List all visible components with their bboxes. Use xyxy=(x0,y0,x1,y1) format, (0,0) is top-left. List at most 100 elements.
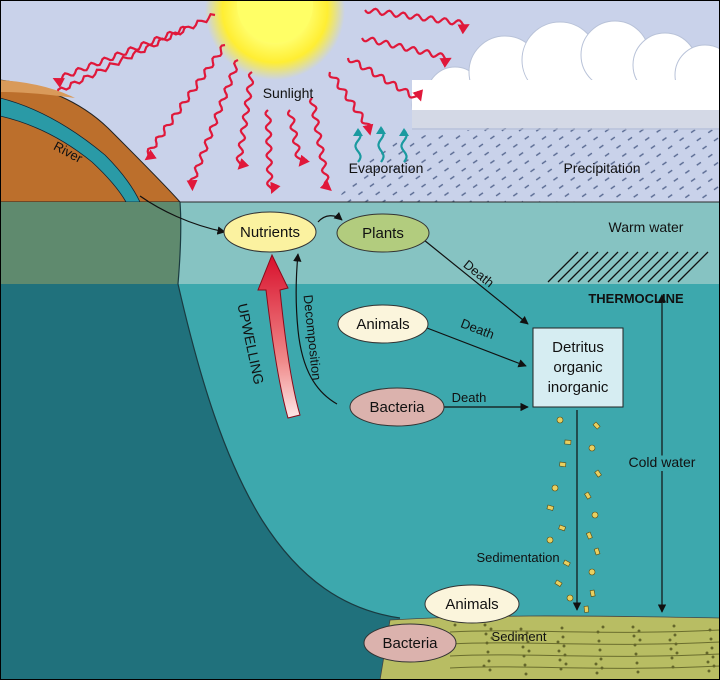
node-bacteria-upper: Bacteria xyxy=(349,387,445,427)
sediment-grain xyxy=(672,624,676,628)
sediment-grain xyxy=(525,631,529,635)
sinking-particle xyxy=(588,444,596,452)
sediment-grain xyxy=(564,662,568,666)
node-animals-bottom-label: Animals xyxy=(445,596,498,613)
sediment-grain xyxy=(675,651,679,655)
sedimentation-label: Sedimentation xyxy=(476,550,559,565)
sediment-grain xyxy=(669,647,673,651)
sun-ray-arrow xyxy=(52,25,187,88)
sediment-grain xyxy=(487,659,491,663)
sediment-grain xyxy=(601,625,605,629)
sediment-grain xyxy=(488,668,492,672)
sediment-grain xyxy=(563,653,567,657)
sinking-particle xyxy=(559,461,567,468)
sediment-grain xyxy=(521,645,525,649)
node-nutrients: Nutrients xyxy=(223,211,317,253)
sediment-grain xyxy=(598,648,602,652)
sediment-grain xyxy=(484,632,488,636)
node-nutrients-label: Nutrients xyxy=(240,224,300,241)
sinking-particle xyxy=(564,439,572,445)
sediment-grain xyxy=(631,625,635,629)
sinking-particle xyxy=(558,524,567,532)
death-bacteria-label: Death xyxy=(452,390,487,405)
sediment-grain xyxy=(519,627,523,631)
sun-ray-arrow xyxy=(144,43,226,161)
sediment-grain xyxy=(556,640,560,644)
sinking-particle xyxy=(585,531,593,540)
sun-ray-arrow xyxy=(328,71,374,136)
sediment-grain xyxy=(490,636,494,640)
sun-ray-arrow xyxy=(186,59,239,192)
sun-ray-arrow xyxy=(346,57,423,102)
sediment-grain xyxy=(520,636,524,640)
sun-ray-arrow xyxy=(361,36,452,68)
sediment-grain xyxy=(594,662,598,666)
sunlight-label: Sunlight xyxy=(263,85,314,101)
flow-arrows xyxy=(139,195,667,613)
sediment-grain xyxy=(633,643,637,647)
land-highlight xyxy=(0,80,75,98)
sediment-grain xyxy=(485,641,489,645)
sediment-grain xyxy=(526,640,530,644)
sediment-grain xyxy=(558,658,562,662)
sinking-particle xyxy=(556,416,564,424)
sediment-grain xyxy=(453,623,457,627)
sediment-grain xyxy=(635,661,639,665)
plants-death-arrow xyxy=(423,239,529,325)
upwelling-arrow xyxy=(257,253,301,419)
sinking-particle xyxy=(584,491,592,500)
node-animals-upper: Animals xyxy=(337,304,429,344)
sediment-grain xyxy=(636,670,640,674)
slope-outline xyxy=(177,201,401,619)
sediment-line xyxy=(449,653,720,657)
sediment-grain xyxy=(705,651,709,655)
node-plants: Plants xyxy=(336,213,430,253)
sediment-grain xyxy=(668,638,672,642)
cloud-icon xyxy=(411,20,720,128)
node-bacteria-upper-label: Bacteria xyxy=(369,399,425,416)
submerged-land-warm xyxy=(0,202,181,284)
sediment-texture xyxy=(449,623,720,676)
sediment-grain xyxy=(632,634,636,638)
sediment-grain xyxy=(524,672,528,676)
sediment-grain xyxy=(557,649,561,653)
sediment-grain xyxy=(638,638,642,642)
evaporation-label: Evaporation xyxy=(349,160,424,176)
node-animals-bottom: Animals xyxy=(424,584,520,624)
sinking-particle xyxy=(594,469,602,478)
sediment-grain xyxy=(527,649,531,653)
sediment-grain xyxy=(711,655,715,659)
sinking-particle xyxy=(593,547,601,556)
sinking-particle xyxy=(546,536,554,544)
nutrients-to-plants-arrow xyxy=(317,211,343,223)
sun-ray-arrow xyxy=(287,109,310,167)
cloud-shadow xyxy=(412,110,720,130)
sinking-particle xyxy=(588,568,596,576)
sediment-grain xyxy=(709,637,713,641)
sediment-grain xyxy=(482,664,486,668)
animals-death-arrow xyxy=(426,327,527,368)
sediment-grain xyxy=(489,627,493,631)
evaporation-arrowhead xyxy=(376,126,386,134)
cold-water-label: Cold water xyxy=(629,454,696,470)
sinking-particle xyxy=(566,594,574,602)
sediment-grain xyxy=(486,650,490,654)
sun-ray-arrow xyxy=(264,109,281,195)
sinking-particle xyxy=(592,421,601,430)
evaporation-arrowhead xyxy=(399,128,409,136)
sediment-grain xyxy=(562,644,566,648)
sinking-particle xyxy=(583,605,590,613)
node-bacteria-bottom-label: Bacteria xyxy=(382,635,438,652)
sediment-grain xyxy=(637,629,641,633)
submerged-land-cold xyxy=(0,284,400,680)
sinking-particle xyxy=(551,484,559,492)
sediment-grain xyxy=(634,652,638,656)
sinking-particle xyxy=(591,511,599,519)
decomposition-arrow xyxy=(293,253,338,405)
sediment-grain xyxy=(674,642,678,646)
sun-ray-arrow xyxy=(235,71,255,170)
sediment-grain xyxy=(706,660,710,664)
sun-icon xyxy=(205,0,345,80)
sinking-particle xyxy=(554,579,563,587)
sediment-line xyxy=(449,665,720,669)
